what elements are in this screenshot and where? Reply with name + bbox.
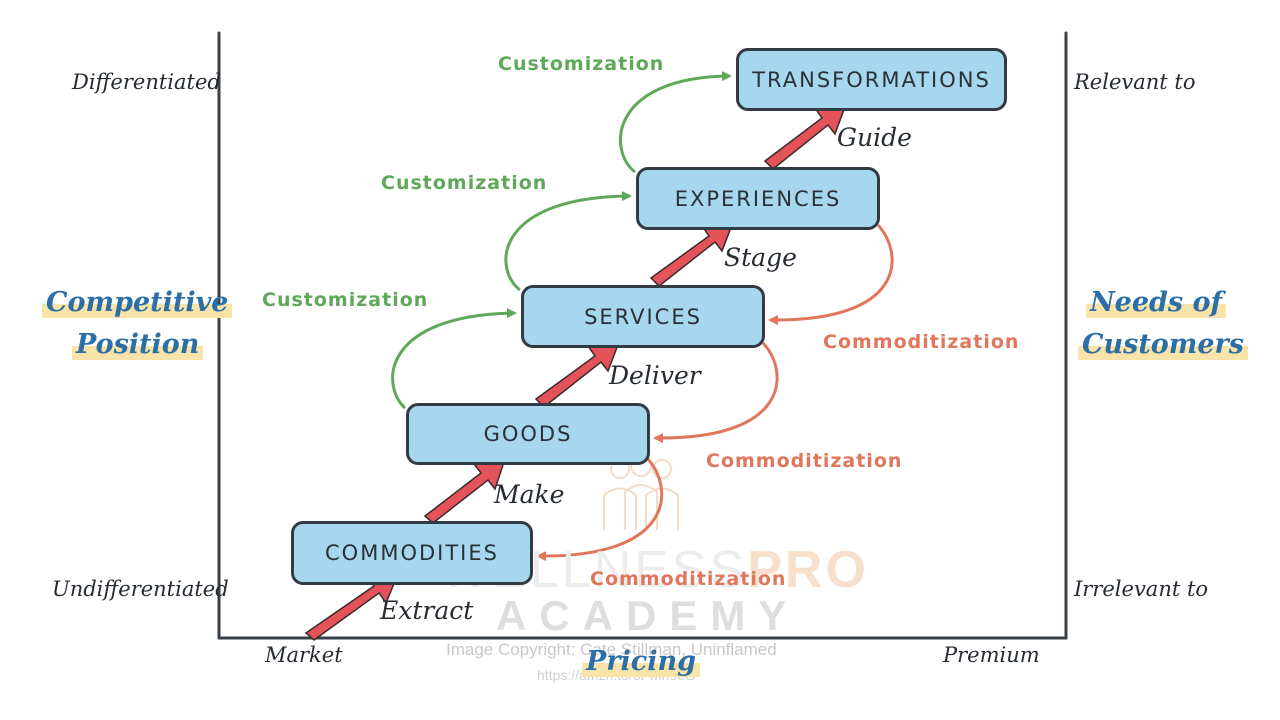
commoditization-arrow-experiences-services: [768, 223, 894, 326]
stage-label-services: SERVICES: [584, 304, 702, 329]
customization-arrow-goods-services: [391, 308, 517, 410]
verb-make: Make: [494, 480, 565, 509]
commoditization-arrow-services-goods: [653, 341, 779, 444]
stage-box-goods: GOODS: [406, 403, 650, 465]
customization-label-1: Customization: [262, 289, 429, 311]
right-axis-bottom-label: Irrelevant to: [1074, 577, 1209, 601]
customization-label-2: Customization: [381, 172, 548, 194]
bottom-axis-title-text: Pricing: [582, 646, 700, 677]
verb-guide: Guide: [837, 123, 912, 152]
stage-label-commodities: COMMODITIES: [325, 541, 499, 565]
verb-deliver: Deliver: [609, 361, 701, 390]
commoditization-label-2: Commoditization: [706, 450, 903, 472]
progression-arrow-make: [423, 458, 507, 524]
right-axis-title-line1-text: Needs of: [1086, 287, 1227, 318]
left-axis-title-line1-text: Competitive: [42, 287, 233, 318]
verb-extract: Extract: [380, 596, 474, 625]
stage-box-experiences: EXPERIENCES: [636, 167, 880, 230]
customization-arrow-experiences-transformations: [618, 71, 732, 174]
bottom-axis-right-label: Premium: [943, 643, 1040, 667]
right-axis-title-line1: Needs of: [1086, 287, 1227, 318]
right-axis-title-line2: Customers: [1078, 329, 1248, 360]
watermark-brand-pro: PRO: [747, 541, 869, 599]
stage-box-commodities: COMMODITIES: [291, 521, 533, 585]
commoditization-arrow-goods-commodities: [536, 456, 664, 562]
bottom-axis-title: Pricing: [582, 646, 700, 677]
progression-arrow-guide: [763, 103, 848, 171]
left-axis-title-line2-text: Position: [72, 329, 204, 360]
verb-stage: Stage: [724, 243, 797, 272]
customization-arrow-services-experiences: [504, 191, 632, 292]
right-axis-top-label: Relevant to: [1074, 70, 1196, 94]
customization-label-3: Customization: [498, 53, 665, 75]
watermark-logo-icon: [603, 455, 679, 530]
watermark-academy: ACADEMY: [496, 592, 800, 639]
progression-arrow-stage: [649, 221, 735, 288]
commoditization-label-1: Commoditization: [823, 331, 1020, 353]
stage-box-transformations: TRANSFORMATIONS: [736, 48, 1007, 111]
left-axis-bottom-label: Undifferentiated: [52, 577, 229, 601]
stage-label-experiences: EXPERIENCES: [674, 186, 842, 211]
left-axis-title-line2: Position: [72, 329, 204, 360]
stage-label-transformations: TRANSFORMATIONS: [752, 67, 991, 92]
progression-arrow-deliver: [534, 341, 621, 409]
left-axis-top-label: Differentiated: [72, 70, 221, 94]
left-axis-title-line1: Competitive: [42, 287, 233, 318]
stage-label-goods: GOODS: [483, 422, 573, 446]
right-axis-title-line2-text: Customers: [1078, 329, 1248, 360]
commoditization-label-3: Commoditization: [590, 568, 787, 590]
bottom-axis-left-label: Market: [265, 643, 343, 667]
stage-box-services: SERVICES: [521, 285, 765, 348]
